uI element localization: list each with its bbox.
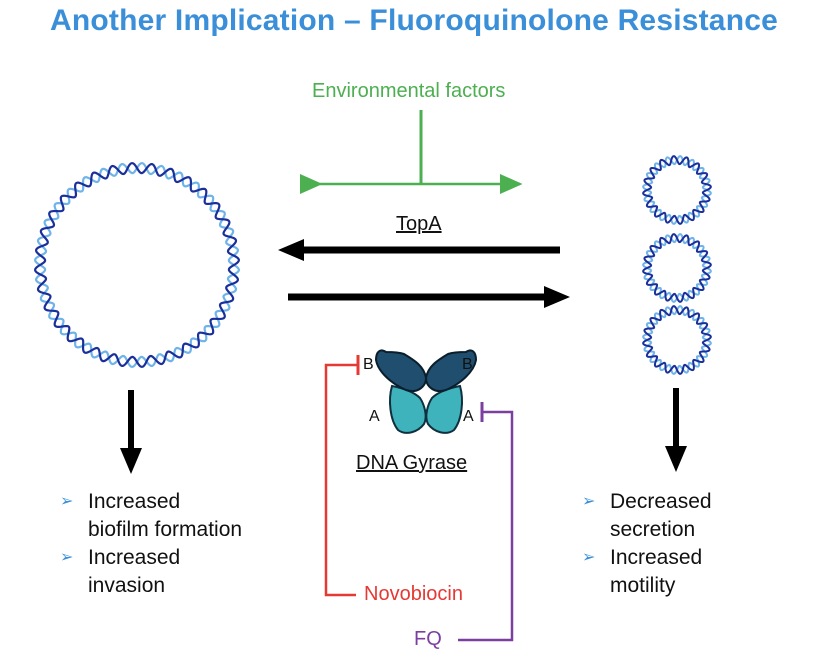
right-outcomes-list: ➢ Decreased secretion ➢ Increased motili…: [580, 488, 712, 600]
gyrase-subunit-b-left: B: [363, 356, 374, 373]
page-title: Another Implication – Fluoroquinolone Re…: [49, 4, 778, 37]
fq-inhibition-line: [458, 402, 514, 642]
dna-gyrase-protein-icon: [374, 349, 478, 434]
gyrase-arrow: [288, 286, 570, 308]
fq-label: FQ: [414, 628, 442, 650]
bullet-arrow-icon: ➢: [60, 493, 74, 510]
bullet-arrow-icon: ➢: [60, 549, 74, 566]
bullet-arrow-icon: ➢: [582, 493, 596, 510]
left-down-arrow: [120, 390, 142, 474]
outcome-line1: Increased: [88, 546, 181, 569]
list-item: ➢ Increased biofilm formation: [58, 488, 242, 544]
novobiocin-label: Novobiocin: [364, 583, 463, 605]
outcome-line2: invasion: [88, 574, 166, 597]
outcome-line2: motility: [610, 574, 676, 597]
left-outcomes-list: ➢ Increased biofilm formation ➢ Increase…: [58, 488, 242, 600]
environmental-factors-label: Environmental factors: [312, 80, 506, 102]
right-down-arrow: [665, 388, 687, 472]
outcome-line1: Increased: [610, 546, 703, 569]
supercoiled-dna-icon: [642, 155, 712, 375]
environmental-connector: [300, 110, 523, 194]
gyrase-subunit-a-left: A: [369, 408, 380, 425]
list-item: ➢ Increased invasion: [58, 544, 242, 600]
list-item: ➢ Decreased secretion: [580, 488, 712, 544]
topa-arrow: [278, 239, 560, 261]
outcome-line2: biofilm formation: [88, 518, 243, 541]
dna-gyrase-label: DNA Gyrase: [356, 452, 468, 474]
outcome-line1: Increased: [88, 490, 181, 513]
novobiocin-inhibition-line: [324, 355, 360, 597]
outcome-line1: Decreased: [610, 490, 712, 513]
gyrase-subunit-a-right: A: [463, 408, 474, 425]
gyrase-subunit-b-right: B: [462, 356, 473, 373]
bullet-arrow-icon: ➢: [582, 549, 596, 566]
outcome-line2: secretion: [610, 518, 696, 541]
list-item: ➢ Increased motility: [580, 544, 712, 600]
topa-label: TopA: [396, 213, 442, 235]
relaxed-circular-dna-icon: [34, 162, 240, 368]
